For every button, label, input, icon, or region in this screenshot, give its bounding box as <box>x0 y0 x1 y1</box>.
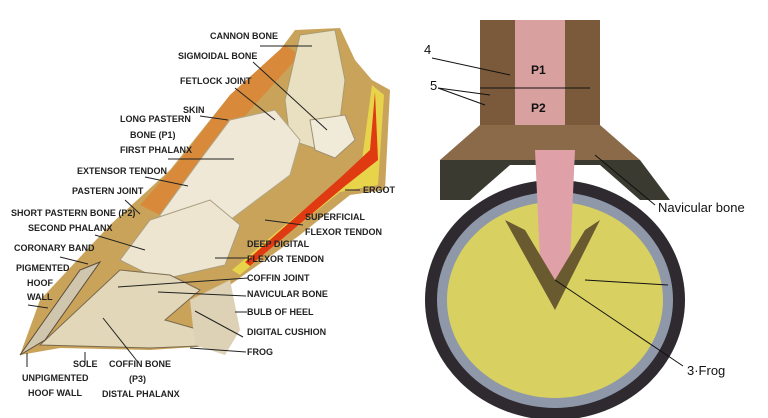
label-first-phalanx: FIRST PHALANX <box>120 145 192 155</box>
leader-lines-right <box>431 57 684 367</box>
label-short-pastern-bone: SHORT PASTERN BONE (P2) <box>11 208 136 218</box>
label-sigmoidal-bone: SIGMOIDAL BONE <box>178 51 258 61</box>
label-unpigmented-hoof-wall: HOOF WALL <box>28 388 82 398</box>
label-sole: SOLE <box>73 359 98 369</box>
label-coffin-bone-p3: (P3) <box>129 374 147 384</box>
label-deep-digital: DEEP DIGITAL <box>247 239 310 249</box>
label-long-pastern-p1: BONE (P1) <box>130 130 176 140</box>
label-extensor-tendon: EXTENSOR TENDON <box>77 166 168 176</box>
label-fetlock-joint: FETLOCK JOINT <box>180 76 252 86</box>
label-p1: P1 <box>531 63 546 77</box>
label-pastern-joint: PASTERN JOINT <box>72 186 144 196</box>
label-frog: FROG <box>247 347 273 357</box>
label-cannon-bone: CANNON BONE <box>210 31 279 41</box>
label-ergot: ERGOT <box>363 185 396 195</box>
label-5: 5 <box>430 78 438 93</box>
label-digital-cushion: DIGITAL CUSHION <box>247 327 327 337</box>
label-coffin-joint: COFFIN JOINT <box>247 273 310 283</box>
label-frog-right: 3·Frog <box>687 363 726 378</box>
label-bulb-of-heel: BULB OF HEEL <box>247 307 314 317</box>
palmar-hoof-illustration <box>425 20 685 418</box>
label-distal-phalanx: DISTAL PHALANX <box>102 389 180 399</box>
label-long-pastern: LONG PASTERN <box>120 114 191 124</box>
label-second-phalanx: SECOND PHALANX <box>28 223 113 233</box>
leader-lines-left <box>26 45 360 367</box>
label-navicular-bone-right: Navicular bone <box>658 200 745 215</box>
sagittal-hoof-illustration <box>19 28 390 356</box>
label-deep-digital-flexor-tendon: FLEXOR TENDON <box>247 254 325 264</box>
label-pigmented-wall: WALL <box>27 292 53 302</box>
label-skin: SKIN <box>183 105 205 115</box>
label-navicular-bone: NAVICULAR BONE <box>247 289 328 299</box>
label-superficial: SUPERFICIAL <box>305 212 366 222</box>
label-4: 4 <box>424 42 432 57</box>
label-unpigmented: UNPIGMENTED <box>22 373 89 383</box>
label-p2: P2 <box>531 101 546 115</box>
label-pigmented-hoof: HOOF <box>27 278 53 288</box>
label-pigmented: PIGMENTED <box>16 263 70 273</box>
label-superficial-flexor-tendon: FLEXOR TENDON <box>305 227 383 237</box>
label-coffin-bone: COFFIN BONE <box>109 359 171 369</box>
label-coronary-band: CORONARY BAND <box>14 243 95 253</box>
